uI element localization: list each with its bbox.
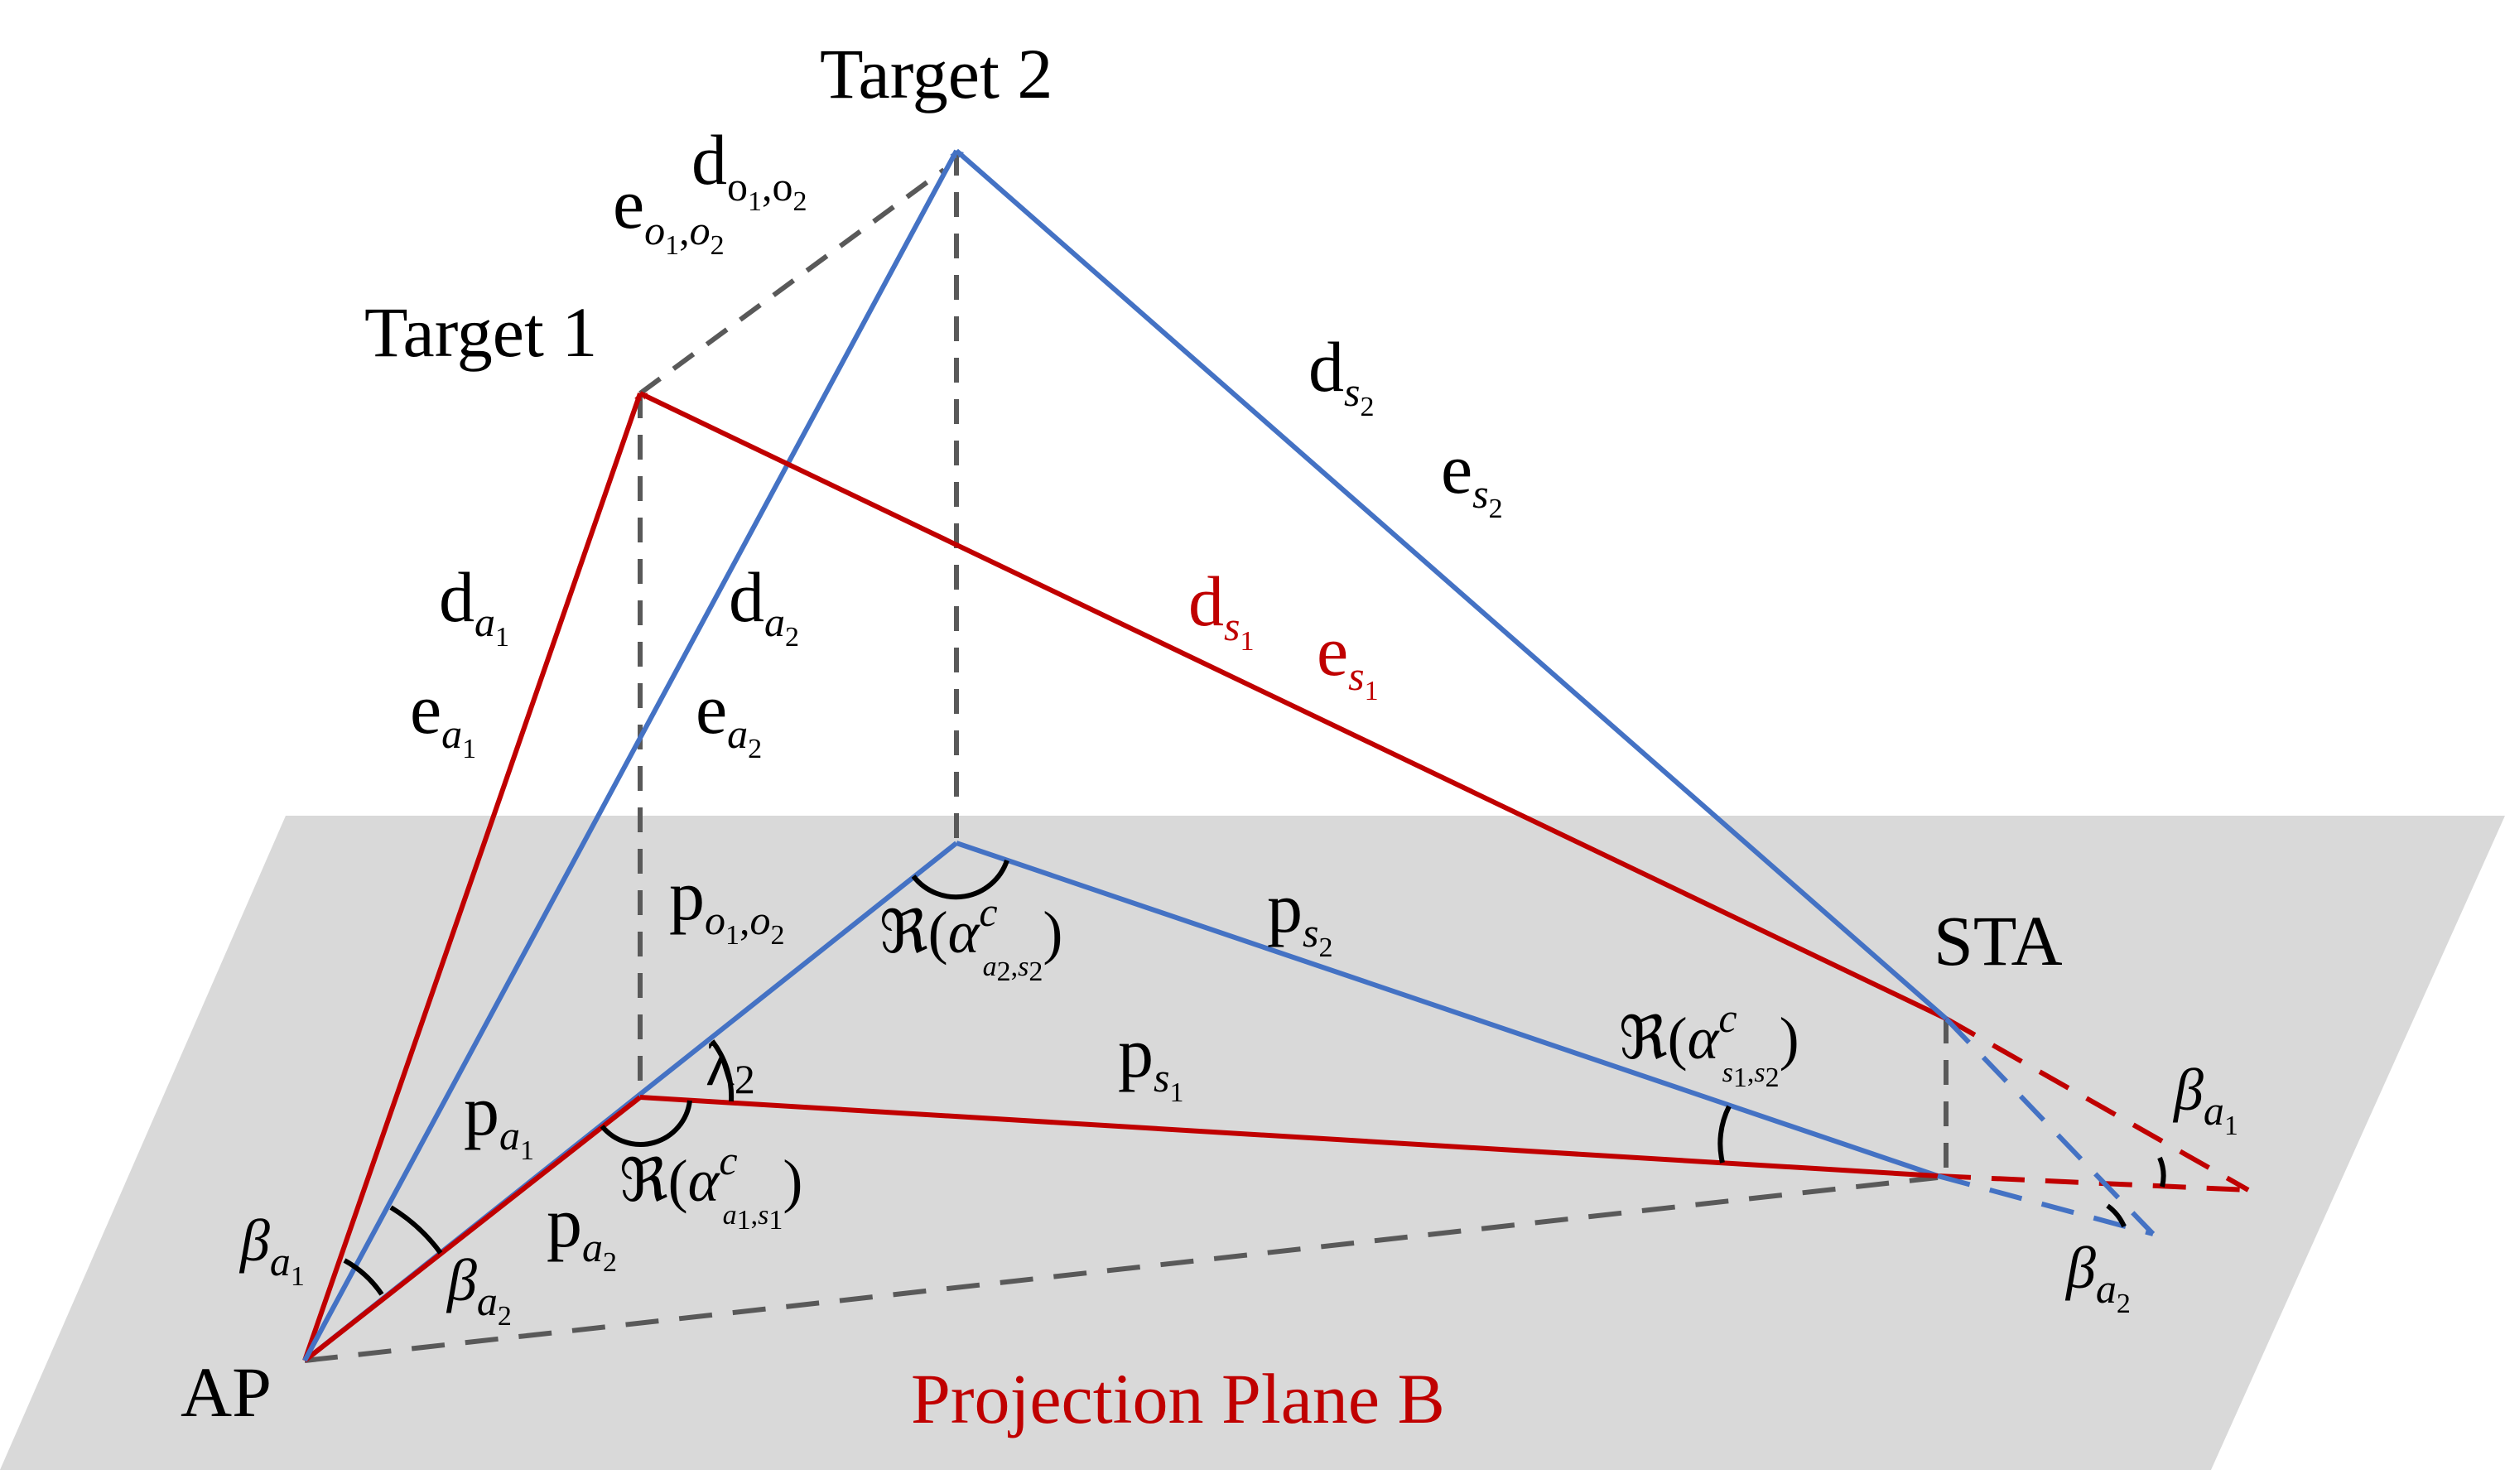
angle-arc-beta-a2-right xyxy=(2106,1203,2127,1228)
label-beta-a1-right: βa1 xyxy=(2172,1057,2238,1141)
angle-arc-lambda2 xyxy=(710,1039,735,1102)
label-target1: Target 1 xyxy=(364,292,597,372)
arrow-sta-to-target2 xyxy=(955,148,1948,1021)
label-p-s1: ps1 xyxy=(1118,1013,1183,1108)
label-d-s2: ds2 xyxy=(1308,327,1374,422)
angle-arc-beta-a1-right xyxy=(2157,1156,2166,1188)
label-sta: STA xyxy=(1934,901,2063,980)
label-e-o1-o2: eo1,o2 xyxy=(613,164,725,261)
label-d-a2: da2 xyxy=(729,557,799,653)
arrow-ap-to-target2 xyxy=(302,149,959,1362)
arrow-ap-to-target1 xyxy=(302,393,643,1361)
target1-target2-distance-line xyxy=(638,167,946,396)
arrow-sta-to-target1 xyxy=(638,391,1948,1021)
angle-arc-alpha-a2-s2 xyxy=(911,860,1009,900)
red-extension-dashed xyxy=(1944,1016,2250,1192)
plane-title: Projection Plane B xyxy=(911,1359,1445,1438)
blue-extension-solid xyxy=(1937,1173,2154,1236)
label-p-a1: pa1 xyxy=(464,1071,534,1166)
ap-sta-projection-line xyxy=(304,1175,1939,1363)
label-beta-a1-left: βa1 xyxy=(238,1207,305,1292)
label-d-o1-o2: do1,o2 xyxy=(691,120,807,217)
projection-plane xyxy=(0,816,2505,1470)
angle-arc-alpha-a1-s1 xyxy=(600,1100,692,1147)
label-e-a2: ea2 xyxy=(696,669,762,764)
label-target2: Target 2 xyxy=(820,34,1053,113)
label-p-o1-o2: po1,o2 xyxy=(669,855,785,951)
label-beta-a2-left: βa2 xyxy=(446,1247,512,1332)
projection-target2-to-sta xyxy=(956,841,1939,1178)
label-e-s1: es1 xyxy=(1317,611,1379,706)
projection-ap-to-target1 xyxy=(303,1095,642,1363)
label-lambda2: λ2 xyxy=(706,1032,755,1102)
angle-arc-beta-a2 xyxy=(389,1205,443,1255)
angle-arc-alpha-s1-s2 xyxy=(1717,1105,1732,1164)
label-p-a2: pa2 xyxy=(547,1183,617,1278)
label-beta-a2-right: βa2 xyxy=(2064,1235,2131,1319)
angle-arc-beta-a1 xyxy=(343,1258,384,1296)
label-e-s2: es2 xyxy=(1441,429,1503,524)
label-d-s1: ds1 xyxy=(1188,561,1254,657)
label-d-a1: da1 xyxy=(439,557,509,653)
label-e-a1: ea1 xyxy=(410,669,476,764)
label-p-s2: ps2 xyxy=(1267,868,1332,963)
label-ap: AP xyxy=(181,1352,272,1432)
